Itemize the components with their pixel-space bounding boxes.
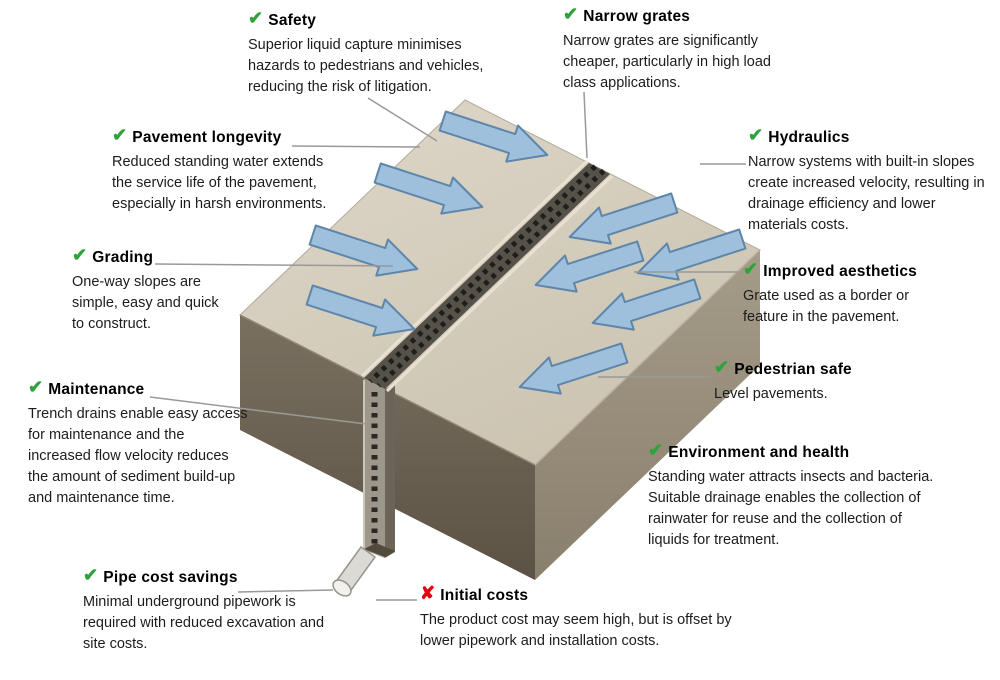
pipe-outlet bbox=[332, 545, 377, 597]
callout-title: Initial costs bbox=[440, 587, 529, 604]
callout-title-row: ✔ Grading bbox=[72, 245, 224, 268]
check-icon: ✔ bbox=[112, 125, 128, 145]
callout-title: Pipe cost savings bbox=[103, 569, 238, 586]
callout-hydraulics: ✔ Hydraulics Narrow systems with built-i… bbox=[748, 125, 998, 236]
callout-title-row: ✔ Safety bbox=[248, 8, 506, 31]
callout-description: The product cost may seem high, but is o… bbox=[420, 611, 732, 649]
check-icon: ✔ bbox=[248, 8, 264, 28]
callout-title-row: ✔ Maintenance bbox=[28, 377, 250, 400]
callout-initial-costs: ✘ Initial costs The product cost may see… bbox=[420, 583, 754, 652]
callout-description: Narrow systems with built-in slopes crea… bbox=[748, 153, 985, 233]
check-icon: ✔ bbox=[72, 245, 88, 265]
callout-description: Trench drains enable easy access for mai… bbox=[28, 405, 248, 506]
callout-title: Grading bbox=[92, 249, 154, 266]
callout-title: Safety bbox=[268, 12, 317, 29]
check-icon: ✔ bbox=[743, 259, 759, 279]
grate-edge-left bbox=[360, 159, 589, 378]
check-icon: ✔ bbox=[648, 440, 664, 460]
callout-description: Superior liquid capture minimises hazard… bbox=[248, 36, 484, 95]
check-icon: ✔ bbox=[714, 357, 730, 377]
callout-title: Maintenance bbox=[48, 381, 145, 398]
callout-safety: ✔ Safety Superior liquid capture minimis… bbox=[248, 8, 506, 98]
callout-title-row: ✔ Pedestrian safe bbox=[714, 357, 899, 380]
leader-grading bbox=[154, 263, 394, 267]
check-icon: ✔ bbox=[748, 125, 764, 145]
callout-title-row: ✔ Pavement longevity bbox=[112, 125, 346, 148]
callout-description: Narrow grates are significantly cheaper,… bbox=[563, 32, 771, 91]
callout-pipe-cost-savings: ✔ Pipe cost savings Minimal underground … bbox=[83, 565, 341, 655]
callout-improved-aesthetics: ✔ Improved aesthetics Grate used as a bo… bbox=[743, 259, 948, 328]
slab-right-face bbox=[535, 250, 760, 580]
grate-edge-right bbox=[385, 174, 614, 393]
callout-description: Minimal underground pipework is required… bbox=[83, 593, 325, 652]
slab-right-edge bbox=[534, 249, 761, 466]
leader-narrow-grates bbox=[583, 91, 588, 159]
callout-title: Improved aesthetics bbox=[763, 263, 917, 280]
callout-grading: ✔ Grading One-way slopes are simple, eas… bbox=[72, 245, 224, 335]
trench-bottom-cap bbox=[364, 543, 395, 557]
callout-pavement-longevity: ✔ Pavement longevity Reduced standing wa… bbox=[112, 125, 346, 215]
grate-slot-row-2 bbox=[376, 168, 606, 388]
callout-description: Reduced standing water extends the servi… bbox=[112, 153, 327, 212]
trench-channel bbox=[363, 378, 395, 558]
callout-title-row: ✘ Initial costs bbox=[420, 583, 754, 606]
callout-environment-health: ✔ Environment and health Standing water … bbox=[648, 440, 942, 551]
grate-body bbox=[364, 163, 610, 389]
leader-pipe-cost-savings bbox=[237, 589, 334, 593]
callout-description: Standing water attracts insects and bact… bbox=[648, 468, 934, 548]
callout-title: Pedestrian safe bbox=[734, 361, 852, 378]
callout-title-row: ✔ Environment and health bbox=[648, 440, 942, 463]
callout-maintenance: ✔ Maintenance Trench drains enable easy … bbox=[28, 377, 250, 509]
callout-title: Hydraulics bbox=[768, 129, 850, 146]
callout-title: Pavement longevity bbox=[132, 129, 282, 146]
callout-description: One-way slopes are simple, easy and quic… bbox=[72, 273, 219, 332]
leader-safety bbox=[367, 97, 438, 142]
callout-description: Level pavements. bbox=[714, 385, 828, 402]
callout-title-row: ✔ Hydraulics bbox=[748, 125, 998, 148]
leader-maintenance bbox=[149, 396, 367, 425]
drain-grate bbox=[360, 159, 614, 393]
callout-title: Environment and health bbox=[668, 444, 850, 461]
leader-lines bbox=[149, 91, 746, 601]
leader-pavement-longevity bbox=[291, 145, 421, 148]
check-icon: ✔ bbox=[563, 4, 579, 24]
callout-title-row: ✔ Narrow grates bbox=[563, 4, 785, 27]
callout-narrow-grates: ✔ Narrow grates Narrow grates are signif… bbox=[563, 4, 785, 94]
pipe-end-cap bbox=[332, 579, 352, 597]
callout-title: Narrow grates bbox=[583, 8, 691, 25]
cross-icon: ✘ bbox=[420, 583, 436, 603]
callout-title-row: ✔ Improved aesthetics bbox=[743, 259, 948, 282]
trench-side-face bbox=[385, 384, 395, 558]
check-icon: ✔ bbox=[83, 565, 99, 585]
check-icon: ✔ bbox=[28, 377, 44, 397]
callout-pedestrian-safe: ✔ Pedestrian safe Level pavements. bbox=[714, 357, 899, 405]
grate-slot-row-1 bbox=[368, 164, 598, 384]
callout-title-row: ✔ Pipe cost savings bbox=[83, 565, 341, 588]
callout-description: Grate used as a border or feature in the… bbox=[743, 287, 910, 325]
